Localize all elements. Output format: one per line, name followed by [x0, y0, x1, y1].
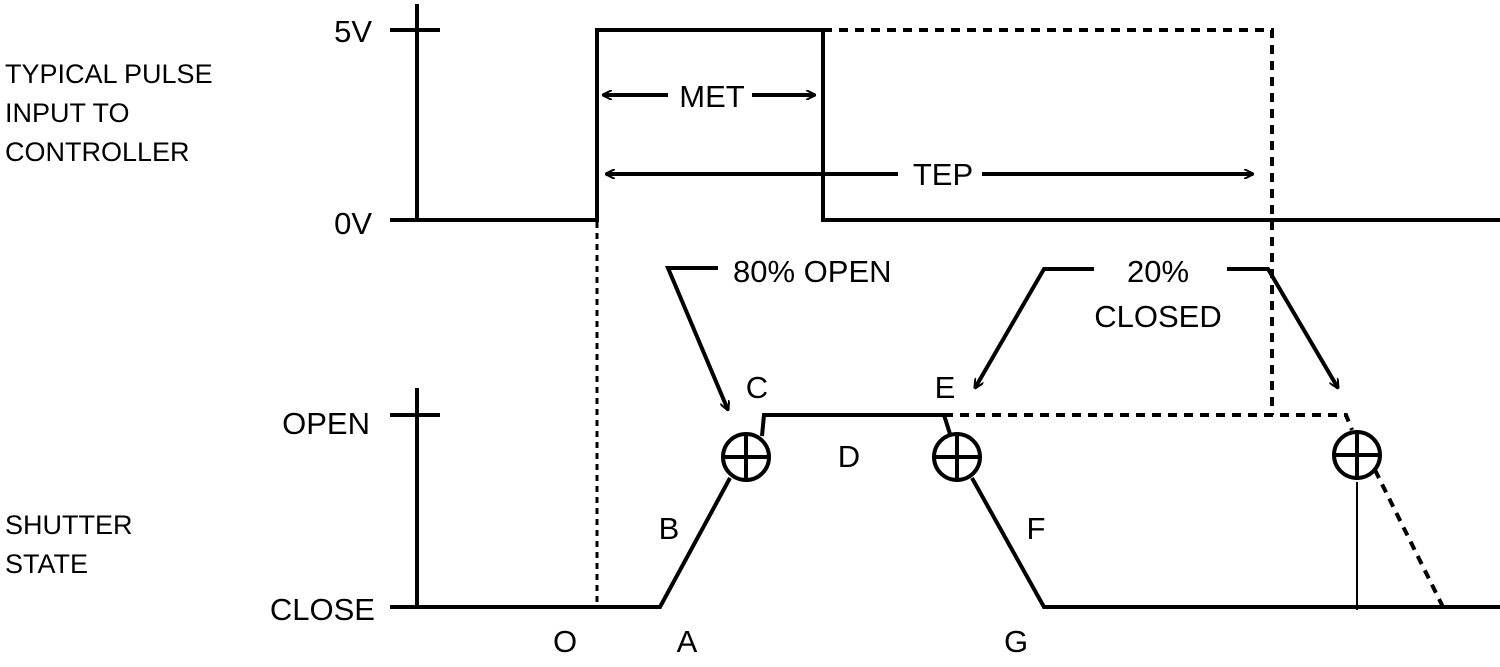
- shutter-extended-plateau: [944, 413, 1354, 431]
- point-label-a: A: [677, 624, 698, 659]
- met-label: MET: [679, 79, 745, 114]
- pulse-waveform: [417, 28, 1500, 415]
- open-threshold-label: 80% OPEN: [733, 254, 892, 289]
- extended-closed-threshold-marker: [1332, 430, 1382, 480]
- point-label-o: O: [553, 624, 577, 659]
- pulse-caption-line-2: INPUT TO: [5, 98, 130, 128]
- tep-label: TEP: [913, 157, 973, 192]
- shutter-open-label: OPEN: [282, 406, 370, 441]
- shutter-extended-closing: [1373, 469, 1445, 608]
- shutter-waveform: [417, 413, 1500, 610]
- pulse-caption-line-3: CONTROLLER: [5, 137, 190, 167]
- point-label-b: B: [659, 511, 680, 546]
- closed-threshold-label-line-1: 20%: [1127, 254, 1189, 289]
- pulse-low-label: 0V: [334, 206, 372, 241]
- point-label-f: F: [1027, 511, 1046, 546]
- point-label-d: D: [838, 439, 860, 474]
- pulse-caption-line-1: TYPICAL PULSE: [5, 59, 213, 89]
- closed-threshold-leader-right: [1227, 267, 1340, 388]
- pulse-extended-trace: [823, 28, 1274, 415]
- closed-threshold-annotation: 20% CLOSED: [973, 254, 1340, 388]
- point-label-g: G: [1004, 624, 1028, 659]
- pulse-high-label: 5V: [334, 14, 372, 49]
- pulse-axis: 5V 0V TYPICAL PULSE INPUT TO CONTROLLER: [5, 4, 440, 241]
- shutter-closing-trace: [970, 477, 1500, 609]
- point-labels: O A B C D E F G: [553, 370, 1046, 659]
- open-threshold-leader: [664, 266, 728, 410]
- open-threshold-annotation: 80% OPEN: [664, 254, 892, 410]
- shutter-caption-line-2: STATE: [5, 549, 88, 579]
- met-interval: MET: [603, 79, 815, 114]
- open-threshold-marker: [721, 432, 771, 482]
- pulse-trace: [417, 28, 1500, 222]
- shutter-axis: OPEN CLOSE SHUTTER STATE: [5, 388, 440, 627]
- closed-threshold-marker: [932, 432, 982, 482]
- closed-threshold-label-line-2: CLOSED: [1094, 299, 1221, 334]
- shutter-close-label: CLOSE: [270, 592, 375, 627]
- shutter-caption-line-1: SHUTTER: [5, 510, 133, 540]
- shutter-trace: [417, 477, 732, 609]
- point-label-e: E: [935, 370, 956, 405]
- point-label-c: C: [746, 370, 768, 405]
- tep-interval: TEP: [606, 157, 1253, 192]
- closed-threshold-leader-left: [973, 267, 1094, 388]
- shutter-open-plateau: [760, 413, 952, 437]
